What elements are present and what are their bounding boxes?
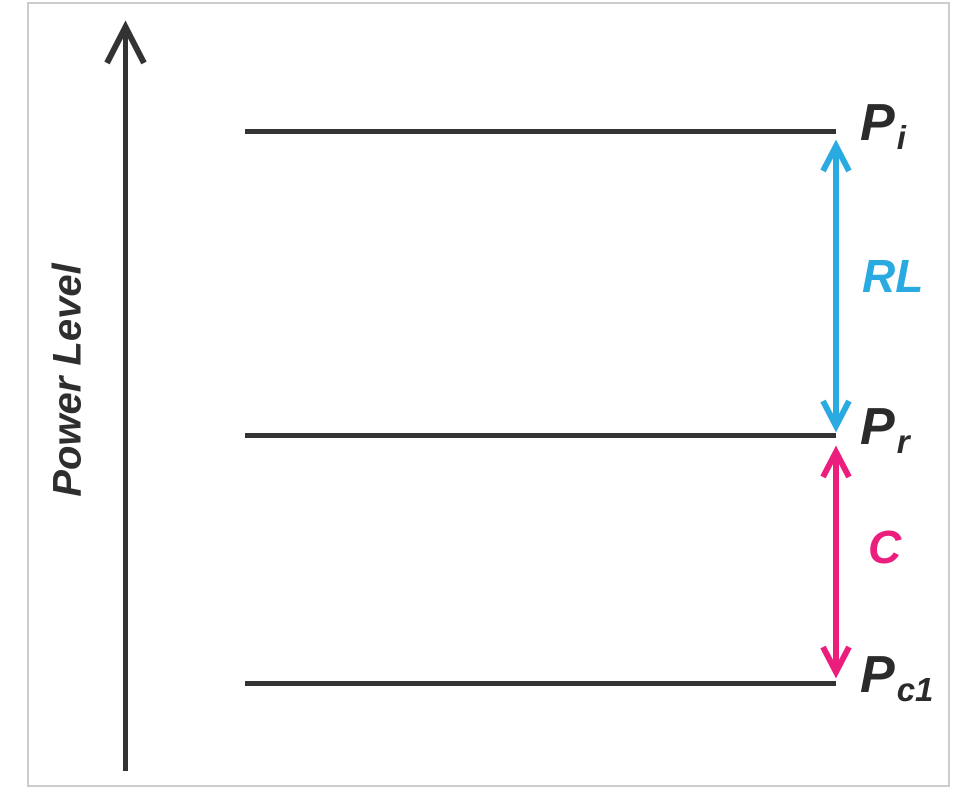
- return-loss-arrow: [820, 139, 852, 433]
- level-label-reflected-sub: r: [896, 423, 910, 461]
- level-label-incident-sub: i: [896, 119, 906, 157]
- y-axis: [104, 20, 147, 771]
- level-label-incident: Pi: [860, 97, 906, 154]
- level-label-coupled: Pc1: [860, 649, 933, 706]
- return-loss-arrowhead-up-icon: [820, 139, 852, 173]
- return-loss-arrowhead-down-icon: [820, 399, 852, 433]
- coupling-arrowhead-down-icon: [820, 645, 852, 679]
- level-label-coupled-sub: c1: [896, 671, 934, 709]
- coupling-arrowhead-up-icon: [820, 445, 852, 479]
- level-label-reflected: Pr: [860, 401, 910, 458]
- level-label-reflected-main: P: [860, 398, 895, 456]
- level-label-incident-main: P: [860, 94, 895, 152]
- return-loss-label: RL: [862, 250, 924, 302]
- coupling-arrow: [820, 445, 852, 679]
- y-axis-arrowhead-icon: [104, 20, 147, 65]
- level-label-coupled-main: P: [860, 646, 895, 704]
- y-axis-label: Power Level: [45, 263, 90, 497]
- coupling-label: C: [868, 521, 902, 573]
